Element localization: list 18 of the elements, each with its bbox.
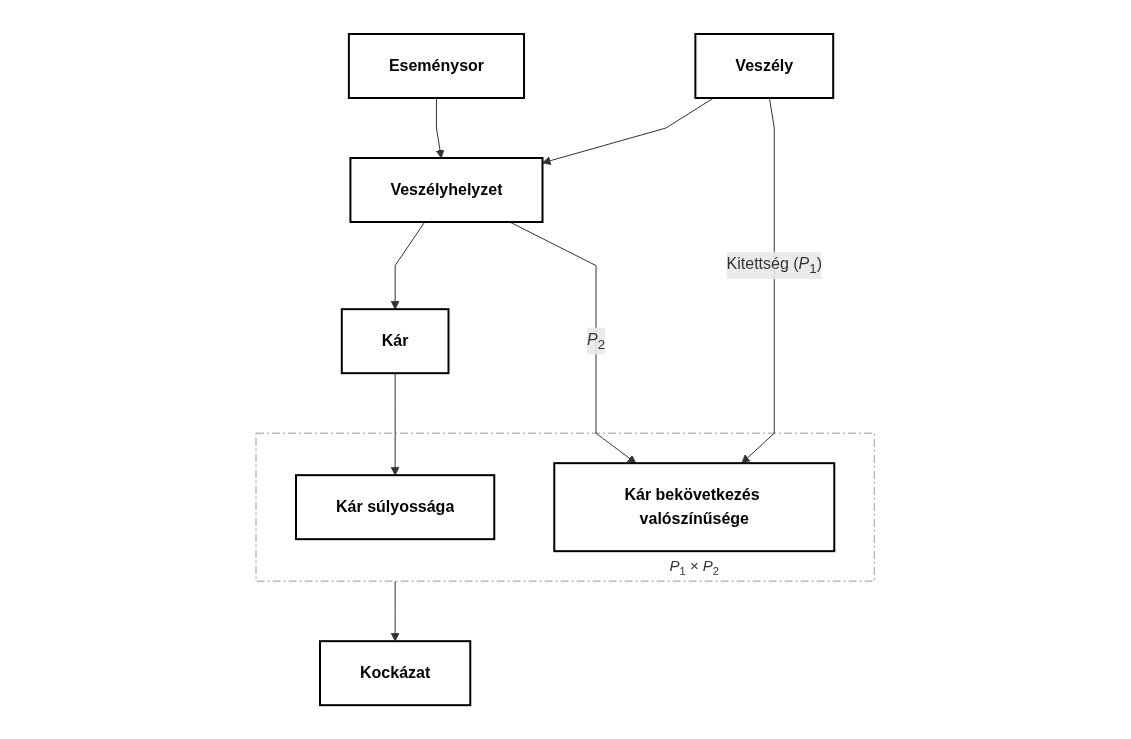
node-box: Kár bbox=[341, 308, 450, 375]
arrow bbox=[542, 97, 715, 165]
cluster bbox=[255, 432, 876, 582]
arrow bbox=[436, 97, 445, 159]
node-box: Kár súlyossága bbox=[295, 474, 496, 541]
arrow bbox=[509, 221, 637, 464]
arrow bbox=[741, 97, 776, 464]
node-box: Veszély bbox=[694, 32, 835, 99]
edge-label: P$_{2}$ bbox=[587, 330, 606, 352]
node-box: Kockázat bbox=[319, 640, 472, 707]
arrow bbox=[391, 221, 426, 310]
arrow bbox=[391, 372, 400, 476]
node-box: Veszélyhelyzet bbox=[349, 156, 544, 223]
node-caption: P$_{1}$ × P$_{2}$ bbox=[669, 557, 720, 578]
arrow bbox=[391, 580, 400, 642]
node-box: Eseménysor bbox=[348, 32, 526, 99]
node-box: Kár bekövetkezés valószínűsége bbox=[553, 462, 836, 553]
edge-label: Kitettség (P$_{1}$) bbox=[726, 254, 823, 277]
